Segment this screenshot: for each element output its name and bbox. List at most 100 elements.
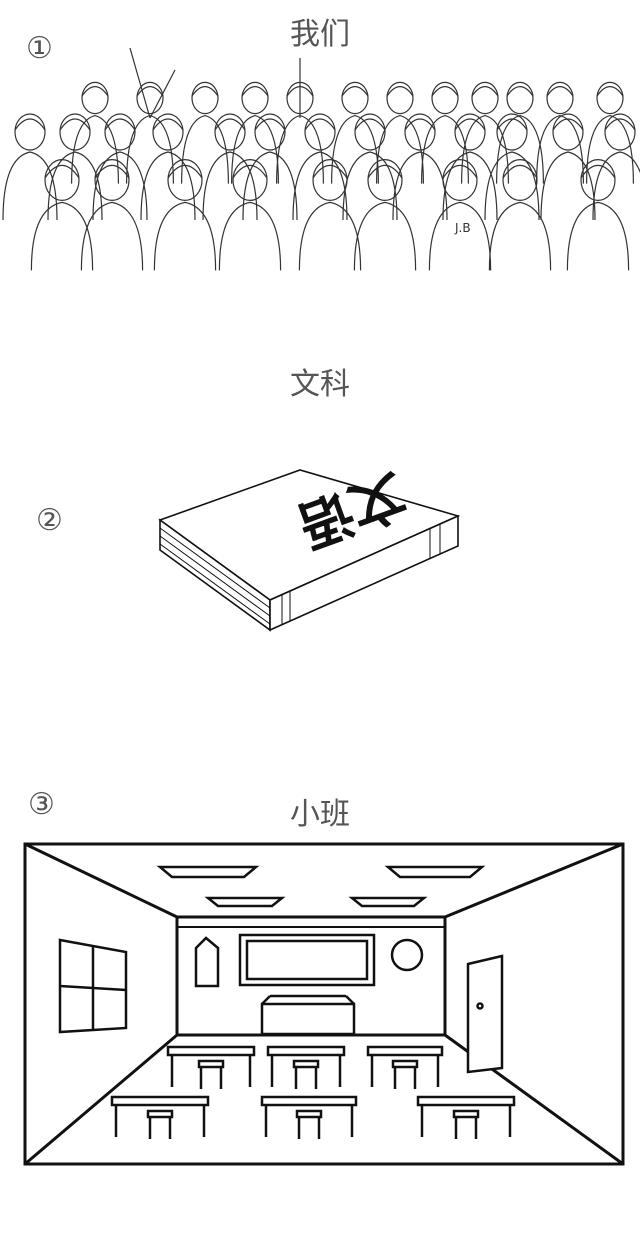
person-head: [241, 81, 269, 115]
panel-3-number: ③: [28, 787, 55, 822]
chair: [391, 1059, 419, 1069]
panel-3-caption: 小班: [290, 797, 350, 832]
person-body: [540, 151, 596, 221]
person-hair: [94, 164, 130, 179]
person-hair: [241, 86, 269, 97]
person-body: [202, 151, 258, 221]
person-head: [44, 158, 80, 201]
person-head: [596, 81, 624, 115]
person-head: [367, 158, 403, 201]
person-body: [298, 201, 362, 271]
panel-3: ③ 小班: [0, 760, 640, 1248]
person-hair: [580, 164, 616, 179]
shirt-text: J.B: [454, 221, 471, 235]
person-body: [442, 151, 498, 221]
person-body: [181, 114, 229, 184]
person-hair: [167, 164, 203, 179]
person-head: [496, 113, 528, 151]
chair: [295, 1109, 323, 1119]
chair: [197, 1059, 225, 1069]
person-hair: [442, 164, 478, 179]
panel-1-caption: 我们: [290, 17, 350, 52]
person-head: [471, 81, 499, 115]
panel-2: 文科 ② 文语: [0, 310, 640, 690]
person-hair: [136, 86, 164, 97]
person-hair: [254, 118, 286, 131]
person-head: [546, 81, 574, 115]
person-head: [304, 113, 336, 151]
person-body: [331, 114, 379, 184]
person-hair: [604, 118, 636, 131]
panel-1-number: ①: [26, 31, 53, 66]
desk: [110, 1095, 210, 1107]
person-hair: [454, 118, 486, 131]
person-body: [586, 114, 634, 184]
person-body: [592, 151, 640, 221]
person-head: [604, 113, 636, 151]
raised-arm: [149, 69, 176, 119]
chair: [452, 1109, 480, 1119]
person-hair: [81, 86, 109, 97]
person-body: [292, 151, 348, 221]
person-head: [312, 158, 348, 201]
person-head: [81, 81, 109, 115]
desk: [416, 1095, 516, 1107]
person-hair: [354, 118, 386, 131]
person-head: [94, 158, 130, 201]
person-hair: [44, 164, 80, 179]
person-hair: [214, 118, 246, 131]
person-body: [140, 151, 196, 221]
person-head: [59, 113, 91, 151]
person-body: [80, 201, 144, 271]
person-body: [566, 201, 630, 271]
panel-1: ① 我们 J.B: [0, 0, 640, 310]
person-head: [506, 81, 534, 115]
person-head: [354, 113, 386, 151]
person-hair: [506, 86, 534, 97]
person-head: [254, 113, 286, 151]
person-head: [404, 113, 436, 151]
person-body: [47, 151, 103, 221]
person-body: [71, 114, 119, 184]
panel-2-caption: 文科: [290, 367, 350, 402]
person-head: [214, 113, 246, 151]
person-head: [232, 158, 268, 201]
person-body: [30, 201, 94, 271]
person-hair: [104, 118, 136, 131]
person-body: [353, 201, 417, 271]
person-hair: [431, 86, 459, 97]
person-head: [104, 113, 136, 151]
person-hair: [552, 118, 584, 131]
desk: [366, 1045, 444, 1057]
person-body: [126, 114, 174, 184]
person-body: [428, 201, 492, 271]
person-body: [153, 201, 217, 271]
person-head: [580, 158, 616, 201]
person-body: [461, 114, 509, 184]
person-hair: [546, 86, 574, 97]
person-body: [2, 151, 58, 221]
person-hair: [367, 164, 403, 179]
person-head: [136, 81, 164, 115]
classroom-sketch: [23, 842, 625, 1166]
book-sketch: 文语: [158, 462, 461, 632]
person-head: [341, 81, 369, 115]
person-hair: [386, 86, 414, 97]
person-hair: [496, 118, 528, 131]
person-head: [167, 158, 203, 201]
person-body: [488, 201, 552, 271]
raised-arm: [129, 47, 151, 119]
chair: [146, 1109, 174, 1119]
person-head: [552, 113, 584, 151]
desk: [166, 1045, 256, 1057]
person-hair: [341, 86, 369, 97]
person-head: [431, 81, 459, 115]
desk: [260, 1095, 358, 1107]
person-body: [218, 201, 282, 271]
chair: [292, 1059, 320, 1069]
person-hair: [14, 118, 46, 131]
person-hair: [152, 118, 184, 131]
person-hair: [59, 118, 91, 131]
person-hair: [312, 164, 348, 179]
person-hair: [471, 86, 499, 97]
